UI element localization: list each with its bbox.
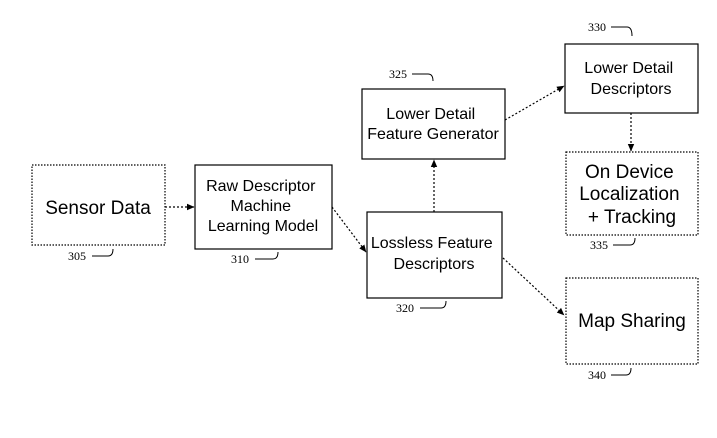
ref-310: 310 xyxy=(231,252,249,266)
box-map-sharing xyxy=(565,277,699,365)
ref-335: 335 xyxy=(590,238,608,252)
ref-325: 325 xyxy=(389,67,407,81)
edge-generator-to-lower-detail xyxy=(504,85,565,121)
label-on-device-localization: On Device Localization + Tracking xyxy=(579,162,685,228)
ref-305: 305 xyxy=(68,249,86,263)
node-lossless-descriptors: Lossless Feature Descriptors 320 xyxy=(366,211,503,315)
leader-320 xyxy=(420,300,447,309)
node-sensor-data: Sensor Data 305 xyxy=(31,164,166,263)
leader-310 xyxy=(255,251,279,260)
leader-340 xyxy=(611,367,632,376)
node-on-device-localization: On Device Localization + Tracking 335 xyxy=(565,151,699,252)
ref-330: 330 xyxy=(588,20,606,34)
label-lossless-descriptors: Lossless Feature Descriptors xyxy=(371,235,497,273)
leader-325 xyxy=(412,73,434,82)
edge-model-to-lossless xyxy=(331,206,367,253)
box-raw-descriptor-model xyxy=(194,164,333,250)
label-raw-descriptor-model: Raw Descriptor Machine Learning Model xyxy=(206,178,320,235)
ref-340: 340 xyxy=(588,368,606,382)
ref-320: 320 xyxy=(396,301,414,315)
box-lower-detail-descriptors xyxy=(564,43,699,114)
edges xyxy=(165,85,635,316)
edge-lossless-to-map-sharing xyxy=(502,257,565,316)
box-lossless-descriptors xyxy=(366,211,503,299)
label-lower-detail-generator: Lower Detail Feature Generator xyxy=(367,106,499,143)
leader-335 xyxy=(613,237,636,246)
node-lower-detail-generator: Lower Detail Feature Generator 325 xyxy=(361,67,506,160)
node-lower-detail-descriptors: Lower Detail Descriptors 330 xyxy=(564,20,699,114)
leader-305 xyxy=(92,248,114,257)
box-lower-detail-generator xyxy=(361,88,506,160)
label-lower-detail-descriptors: Lower Detail Descriptors xyxy=(584,60,677,98)
box-sensor-data xyxy=(31,164,166,246)
leader-330 xyxy=(611,26,633,37)
label-sensor-data: Sensor Data xyxy=(45,198,151,219)
node-raw-descriptor-model: Raw Descriptor Machine Learning Model 31… xyxy=(194,164,333,266)
node-map-sharing: Map Sharing 340 xyxy=(565,277,699,382)
label-map-sharing: Map Sharing xyxy=(578,311,686,332)
box-on-device-localization xyxy=(565,151,699,236)
